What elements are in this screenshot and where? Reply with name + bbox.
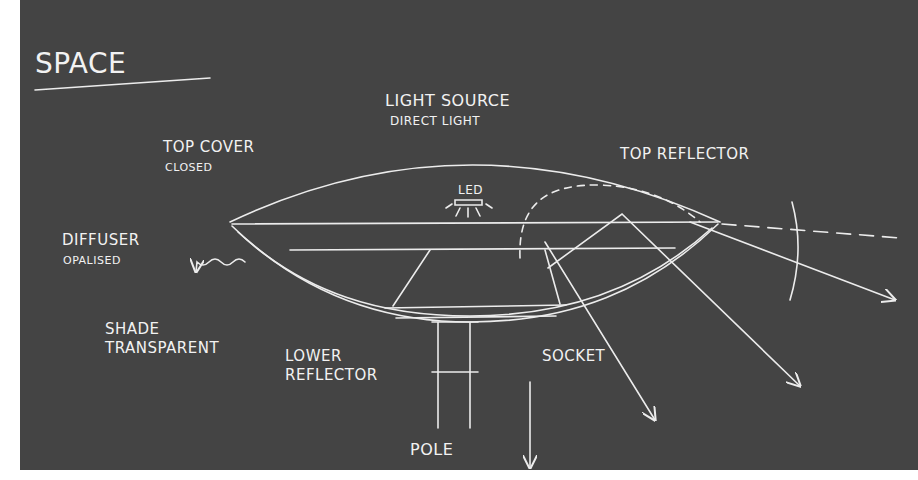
shade-outline	[232, 224, 718, 322]
light-ray	[529, 382, 531, 468]
part-label: LED	[458, 183, 483, 198]
part-label: SOCKET	[542, 347, 605, 366]
top-reflector-dashed	[520, 185, 700, 258]
chalkboard-ground	[20, 0, 918, 470]
led-rays	[446, 204, 492, 217]
diffuser-line	[232, 222, 718, 224]
part-label: LOWER REFLECTOR	[285, 347, 390, 385]
top-cover	[230, 165, 720, 222]
part-note: CLOSED	[165, 161, 212, 175]
part-label: TOP COVER	[163, 138, 254, 157]
diagram-title: SPACE	[35, 46, 126, 81]
part-note: DIRECT LIGHT	[390, 114, 480, 129]
led-symbol	[455, 200, 482, 205]
part-label: DIFFUSER	[62, 231, 140, 250]
lower-reflector	[385, 305, 566, 318]
part-label: LIGHT SOURCE	[385, 91, 510, 111]
diffuser-line	[290, 248, 675, 250]
part-label: SHADE TRANSPARENT	[105, 320, 235, 358]
angle-arc	[790, 202, 798, 300]
shade-outline	[238, 228, 712, 316]
socket-pole	[432, 322, 478, 428]
diffusion-arrow	[196, 259, 245, 272]
light-ray	[690, 222, 895, 300]
part-note: OPALISED	[63, 254, 121, 268]
lower-reflector	[393, 250, 560, 306]
dashed-axis	[722, 224, 900, 238]
part-label: POLE	[410, 440, 453, 460]
part-label: TOP REFLECTOR	[620, 145, 750, 164]
light-ray	[545, 242, 655, 420]
